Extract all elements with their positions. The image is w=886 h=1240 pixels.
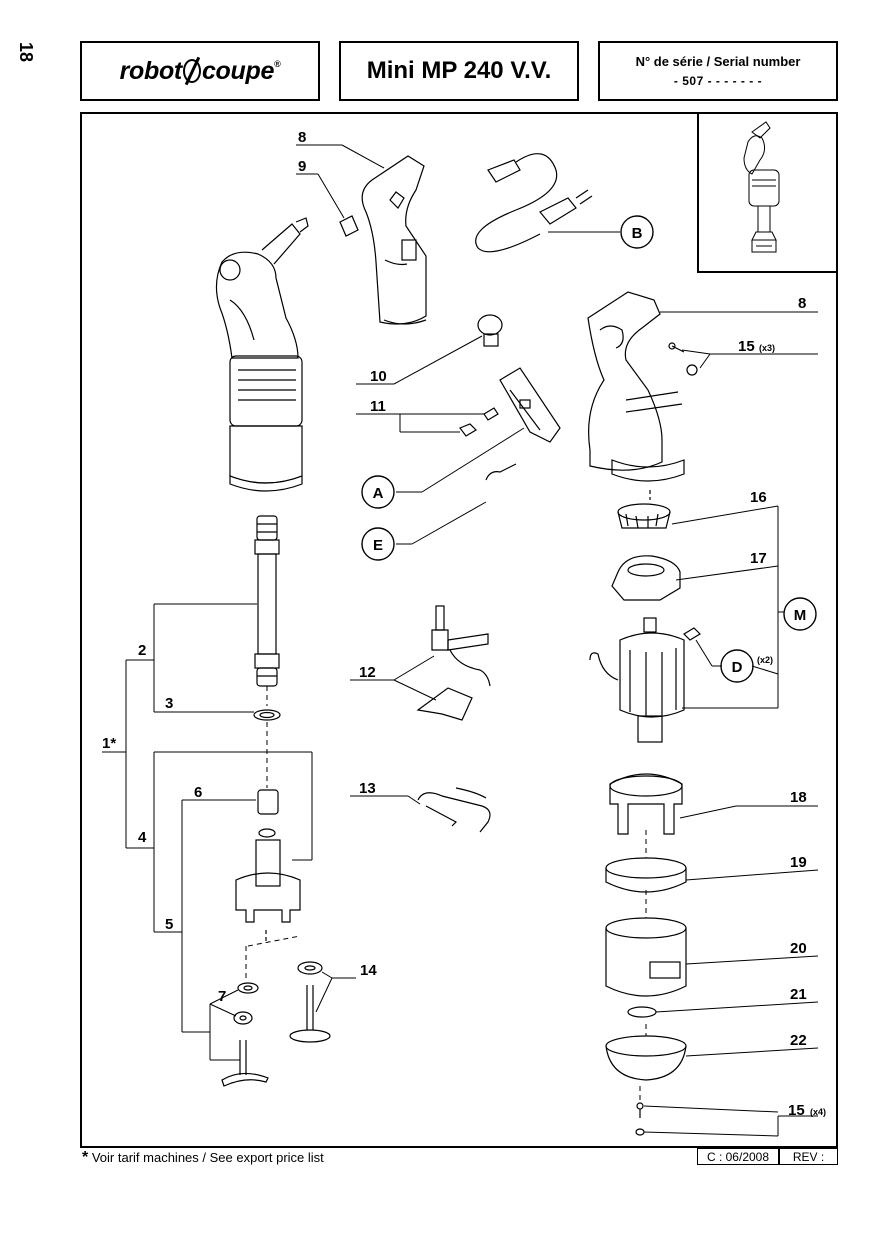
part-8-housing-half xyxy=(361,155,427,325)
callout-E-circle xyxy=(361,527,395,561)
logo-mark-icon xyxy=(182,59,201,83)
logo-registered: ® xyxy=(274,58,281,69)
callout-E: E xyxy=(373,537,383,554)
part-12-switch xyxy=(416,605,491,721)
part-M-motor xyxy=(589,617,685,743)
callout-15a-qty: (x3) xyxy=(759,343,775,353)
callout-11: 11 xyxy=(370,398,386,415)
logo-text-right: coupe xyxy=(201,56,275,85)
callout-21: 21 xyxy=(790,986,807,1003)
assembled-mixer xyxy=(215,217,309,492)
callout-13: 13 xyxy=(359,780,376,797)
callout-M-circle xyxy=(783,597,817,631)
callout-9: 9 xyxy=(298,158,306,175)
callout-10: 10 xyxy=(370,368,387,385)
part-17-cover xyxy=(611,555,681,601)
part-18 xyxy=(609,773,683,835)
model-title: Mini MP 240 V.V. xyxy=(366,57,552,84)
part-14 xyxy=(289,961,331,1043)
serial-box: N° de série / Serial number - 507 - - - … xyxy=(598,41,838,101)
footer-date: C : 06/2008 xyxy=(697,1148,779,1165)
callout-19: 19 xyxy=(790,854,807,871)
blade-parts xyxy=(221,982,269,1087)
footer-note: * Voir tarif machines / See export price… xyxy=(82,1149,324,1167)
part-22-cap xyxy=(605,1035,687,1081)
footer-star: * xyxy=(82,1149,89,1166)
part-19-band xyxy=(605,857,687,893)
callout-3: 3 xyxy=(165,695,173,712)
callout-15a: 15 xyxy=(738,338,755,355)
part-A-board xyxy=(499,367,561,443)
part-10-knob xyxy=(477,314,503,347)
logo-box: robot coupe ® xyxy=(80,41,320,101)
part-15-bottom xyxy=(635,1102,645,1136)
part-15-top xyxy=(668,342,698,376)
callout-12: 12 xyxy=(359,664,376,681)
callout-A-circle xyxy=(361,475,395,509)
blade-foot xyxy=(235,789,301,942)
callout-4: 4 xyxy=(138,829,147,846)
callout-15b: 15 xyxy=(788,1102,805,1119)
part-16-fan xyxy=(617,503,671,529)
callout-8b: 8 xyxy=(798,295,806,312)
callout-M: M xyxy=(794,607,807,624)
model-box: Mini MP 240 V.V. xyxy=(339,41,579,101)
serial-label: N° de série / Serial number xyxy=(635,54,801,69)
thumbnail-machine xyxy=(743,121,780,253)
footer-rev: REV : xyxy=(779,1148,838,1165)
callout-8a: 8 xyxy=(298,129,306,146)
callout-B-circle xyxy=(620,215,654,249)
robot-coupe-logo: robot coupe ® xyxy=(120,57,281,86)
callout-20: 20 xyxy=(790,940,807,957)
callout-2: 2 xyxy=(138,642,146,659)
leader-lines xyxy=(102,144,819,1137)
callout-1: 1* xyxy=(102,735,116,752)
callout-5: 5 xyxy=(165,916,173,933)
part-8-handle xyxy=(587,291,685,482)
part-13-clip xyxy=(417,787,491,833)
callout-22: 22 xyxy=(790,1032,807,1049)
part-E xyxy=(485,463,517,481)
callout-D-circle xyxy=(720,649,754,683)
part-11 xyxy=(459,407,499,437)
callout-7: 7 xyxy=(218,988,226,1005)
callout-D-qty: (x2) xyxy=(757,655,773,665)
diagram-frame xyxy=(80,112,838,1148)
callout-17: 17 xyxy=(750,550,767,567)
footer-note-text: Voir tarif machines / See export price l… xyxy=(88,1150,324,1165)
serial-value: - 507 - - - - - - - xyxy=(673,74,763,88)
callout-14: 14 xyxy=(360,962,377,979)
callout-D: D xyxy=(732,659,743,676)
part-B-cord xyxy=(475,153,593,253)
callout-15b-qty: (x4) xyxy=(810,1107,826,1117)
part-21 xyxy=(627,1006,657,1018)
part-20-housing xyxy=(605,917,687,997)
part-D xyxy=(683,627,701,641)
logo-text-left: robot xyxy=(119,56,183,85)
callout-B: B xyxy=(632,225,643,242)
callout-6: 6 xyxy=(194,784,202,801)
part-9 xyxy=(339,215,359,237)
callout-A: A xyxy=(373,485,384,502)
callout-16: 16 xyxy=(750,489,767,506)
callout-circles xyxy=(361,215,817,683)
callout-18: 18 xyxy=(790,789,807,806)
